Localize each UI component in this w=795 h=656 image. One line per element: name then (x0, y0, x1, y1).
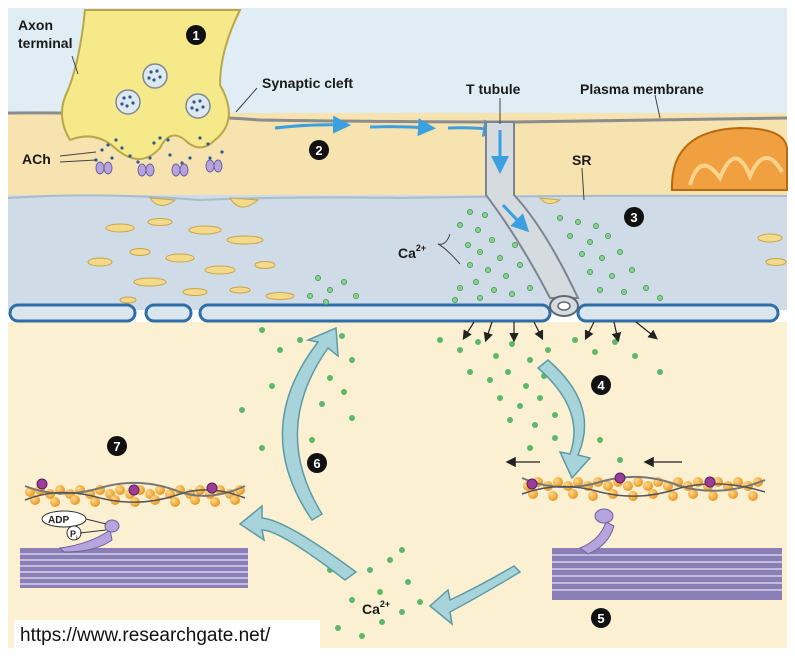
calcium-ions (307, 209, 663, 305)
step-5: 5 (597, 611, 604, 626)
step-1: 1 (192, 28, 199, 43)
calcium-ions-released (239, 327, 663, 639)
label-ca-top: Ca2+ (398, 243, 426, 261)
label-sr: SR (572, 152, 591, 168)
cycle-arrows (238, 326, 592, 626)
label-axon-terminal-2: terminal (18, 35, 72, 51)
label-synaptic-cleft: Synaptic cleft (262, 75, 353, 91)
t-tubule (485, 121, 580, 317)
label-axon-terminal-1: Axon (18, 17, 53, 33)
mitochondrion (670, 126, 788, 191)
leader-lines (59, 55, 661, 265)
label-pi: Pi (70, 529, 78, 542)
label-ach: ACh (22, 151, 51, 167)
step-markers: 1 2 3 4 5 6 7 (107, 25, 644, 628)
label-t-tubule: T tubule (466, 81, 521, 97)
step-6: 6 (313, 456, 320, 471)
label-adp: ADP (48, 515, 69, 526)
step-4: 4 (597, 378, 605, 393)
label-ca-bottom: Ca2+ (362, 599, 390, 617)
sr-lumen-fragments (87, 197, 787, 304)
adp-pi-group (41, 510, 107, 541)
thin-filament-right (521, 472, 766, 501)
arrow-step-5 (428, 565, 522, 626)
step-7: 7 (113, 439, 120, 454)
step-2: 2 (315, 143, 322, 158)
thin-filament-left (24, 478, 246, 507)
axon-terminal (61, 9, 242, 165)
ca-release-arrows (462, 321, 658, 343)
label-plasma-membrane: Plasma membrane (580, 81, 704, 97)
ach-receptors (95, 159, 223, 177)
arrow-step-6-left (238, 504, 358, 581)
arrow-step-4 (536, 359, 592, 480)
arrow-step-6-up (281, 326, 339, 522)
step-3: 3 (630, 210, 637, 225)
sr-membrane (8, 303, 780, 323)
source-url: https://www.researchgate.net/ (14, 620, 320, 652)
thick-filament-right (552, 508, 782, 600)
thick-filament-left (20, 519, 248, 588)
